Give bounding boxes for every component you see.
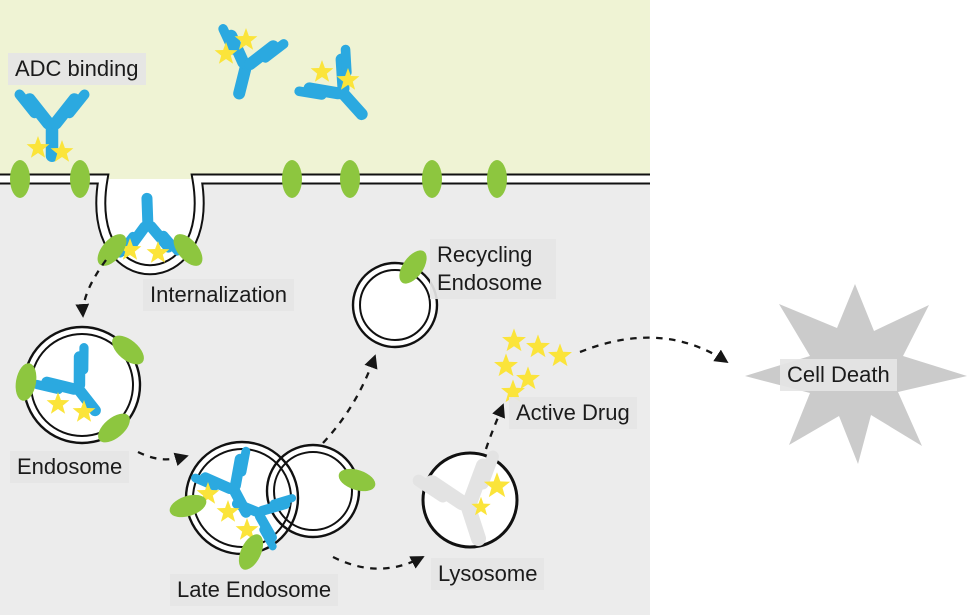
arrow-lysosome-to-active-drug (484, 403, 505, 450)
label-late-endosome: Late Endosome (170, 574, 339, 607)
arrow-internalization-to-endosome (75, 259, 107, 318)
late-endosome-vesicle (166, 440, 379, 574)
recycling-endosome-vesicle (351, 245, 439, 349)
label-internalization: Internalization (143, 279, 294, 312)
arrow-endosome-to-late-endosome (137, 450, 189, 466)
lysosome-vesicle (419, 453, 517, 551)
arrow-late-endosome-to-lysosome (332, 555, 425, 570)
receptor-oval-icon (340, 160, 360, 198)
receptor-oval-icon (487, 160, 507, 198)
receptor-oval-icon (70, 160, 90, 198)
label-active-drug: Active Drug (509, 397, 637, 430)
label-adc-binding: ADC binding (8, 53, 146, 86)
label-lysosome: Lysosome (431, 558, 545, 591)
pathway-arrows (75, 259, 729, 570)
arrow-active-drug-to-cell-death (579, 336, 729, 364)
label-endosome: Endosome (10, 451, 130, 484)
label-cell-death: Cell Death (780, 359, 897, 392)
receptor-oval-icon (282, 160, 302, 198)
label-recycling-endosome: Recycling Endosome (430, 239, 556, 300)
receptor-oval-icon (422, 160, 442, 198)
cell-membrane (0, 173, 650, 276)
endosome-vesicle (12, 325, 149, 448)
receptor-oval-icon (10, 160, 30, 198)
